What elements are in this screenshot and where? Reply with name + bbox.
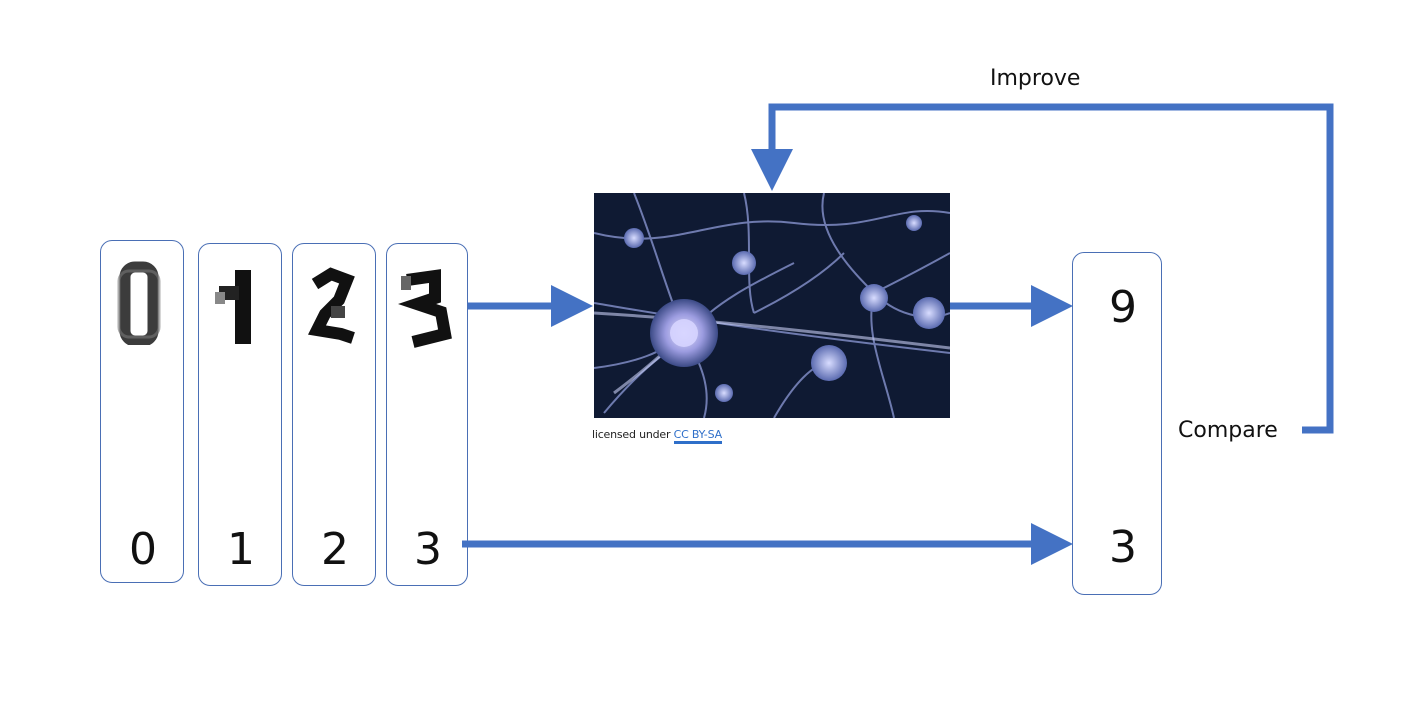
input-card-1: 1 (198, 243, 282, 586)
image-license-caption: licensed under CC BY-SA (592, 428, 722, 444)
input-label-0: 0 (129, 524, 157, 575)
input-card-3: 3 (386, 243, 468, 586)
pixel-digit-image-2 (308, 267, 355, 344)
pixel-digit-image-0 (117, 261, 161, 345)
input-label-2: 2 (321, 524, 349, 575)
neural-network-image (594, 193, 950, 418)
neuron-illustration (594, 193, 950, 418)
output-card: 9 3 (1072, 252, 1162, 595)
input-label-3: 3 (414, 524, 442, 575)
pixel-digit-image-1 (215, 270, 251, 344)
improve-label: Improve (990, 66, 1081, 91)
input-card-2: 2 (292, 243, 376, 586)
license-link[interactable]: CC BY-SA (673, 428, 722, 444)
pixel-digit-image-3 (398, 269, 452, 348)
target-label: 3 (1109, 522, 1137, 573)
prediction-label: 9 (1109, 282, 1137, 333)
arrow-feedback-loop (751, 103, 1334, 434)
compare-label: Compare (1178, 418, 1278, 443)
license-prefix: licensed under (592, 428, 671, 441)
input-label-1: 1 (227, 524, 255, 575)
input-card-0: 0 (100, 240, 184, 583)
